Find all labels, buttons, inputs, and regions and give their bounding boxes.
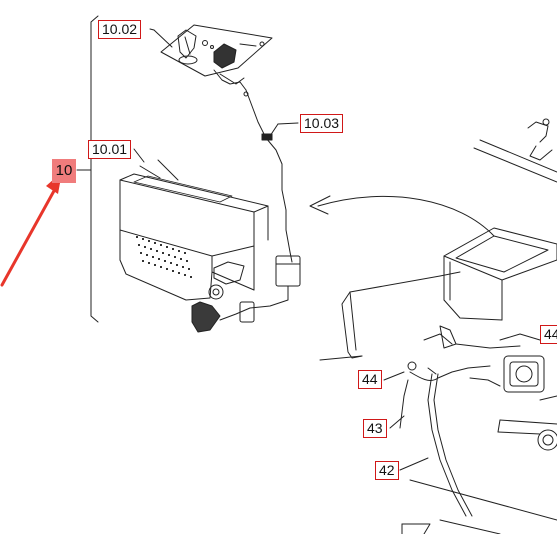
leader-10-03-b	[269, 123, 279, 137]
callout-44: 44	[358, 370, 382, 389]
callout-44-partial: 44	[540, 325, 557, 344]
callout-10-01: 10.01	[88, 140, 132, 159]
callout-10-03: 10.03	[300, 114, 344, 133]
leader-42	[399, 457, 429, 471]
leader-43	[389, 415, 405, 429]
red-pointer-arrow	[0, 172, 62, 287]
leader-10-02	[149, 28, 155, 31]
callout-43: 43	[363, 419, 387, 438]
leader-10-01	[133, 148, 145, 163]
assembly-bracket	[90, 15, 99, 323]
explode-arrow	[309, 195, 495, 237]
heater-housing	[119, 159, 269, 333]
callout-42: 42	[375, 461, 399, 480]
callout-10-02: 10.02	[98, 20, 142, 39]
wiring-harness	[219, 89, 301, 321]
vehicle-frame	[319, 118, 557, 534]
control-panel-plate	[153, 24, 273, 97]
leader-10-03	[277, 122, 299, 125]
heater-grille	[136, 236, 192, 278]
leader-44	[383, 371, 405, 381]
callout-10: 10	[52, 159, 76, 183]
hoses	[399, 325, 521, 517]
